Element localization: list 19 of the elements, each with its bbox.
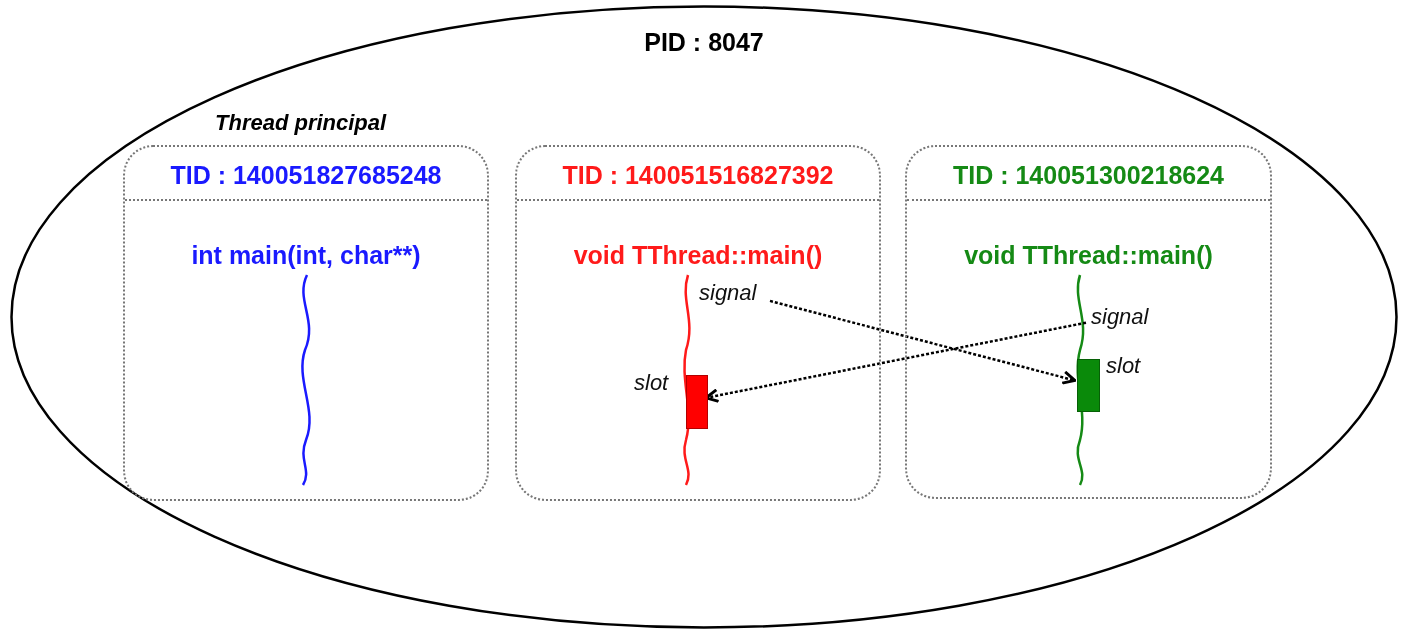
arrow	[769, 299, 1077, 385]
thread-caption: Thread principal	[215, 110, 387, 136]
process-ellipse	[10, 5, 1398, 629]
function-name: void TThread::main()	[572, 240, 824, 270]
slot-label: slot	[634, 370, 669, 396]
thread-box	[905, 145, 1272, 499]
slot-bar	[1077, 359, 1100, 412]
signal-label: signal	[699, 280, 757, 306]
thread-id-header: TID : 140051300218624	[951, 160, 1225, 190]
function-name: int main(int, char**)	[190, 240, 422, 270]
thread-box	[515, 145, 881, 501]
slot-bar	[686, 375, 708, 429]
thread-id-header: TID : 140051827685248	[169, 160, 443, 190]
thread-id-header: TID : 140051516827392	[561, 160, 835, 190]
function-name: void TThread::main()	[963, 240, 1214, 270]
thread-box	[123, 145, 489, 501]
slot-label: slot	[1106, 353, 1141, 379]
signal-label: signal	[1091, 304, 1149, 330]
process-id-title: PID : 8047	[643, 27, 765, 57]
